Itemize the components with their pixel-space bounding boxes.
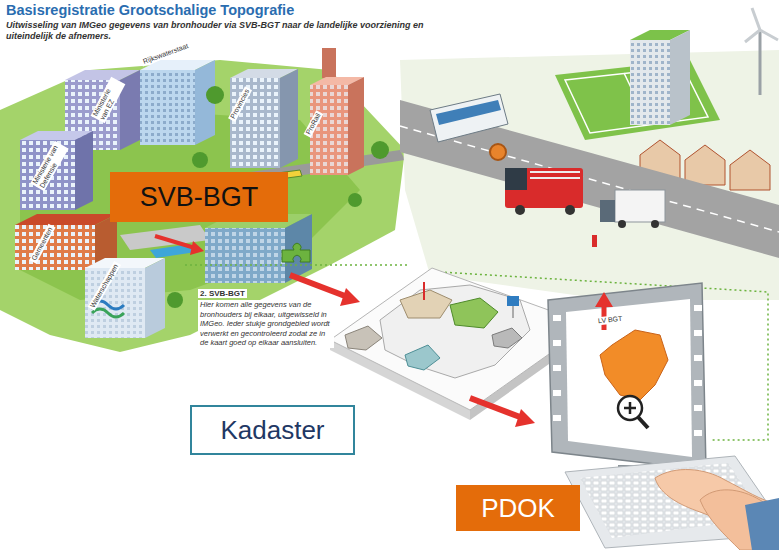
box-text: PDOK: [481, 493, 555, 524]
red-arrows: [155, 236, 613, 427]
left-ground: [0, 60, 405, 352]
diagram-caption: Uitwisseling van IMGeo gegevens van bron…: [4, 20, 433, 42]
town: [400, 8, 779, 300]
diagram-title: Basisregistratie Grootschalige Topografi…: [4, 2, 296, 18]
government-buildings: [15, 48, 364, 338]
svb-building: [205, 214, 312, 283]
keyboard-hands: [565, 456, 779, 550]
monitor: [548, 283, 706, 485]
callout-heading: 2. SVB-BGT: [198, 289, 247, 298]
orange-label-box: SVB-BGT: [110, 172, 288, 222]
orange-label-box: PDOK: [456, 485, 580, 531]
callout-body: Hier komen alle gegevens van de bronhoud…: [198, 300, 334, 348]
white-label-box: Kadaster: [190, 405, 355, 455]
box-text: Kadaster: [220, 415, 324, 446]
box-text: SVB-BGT: [140, 182, 259, 213]
